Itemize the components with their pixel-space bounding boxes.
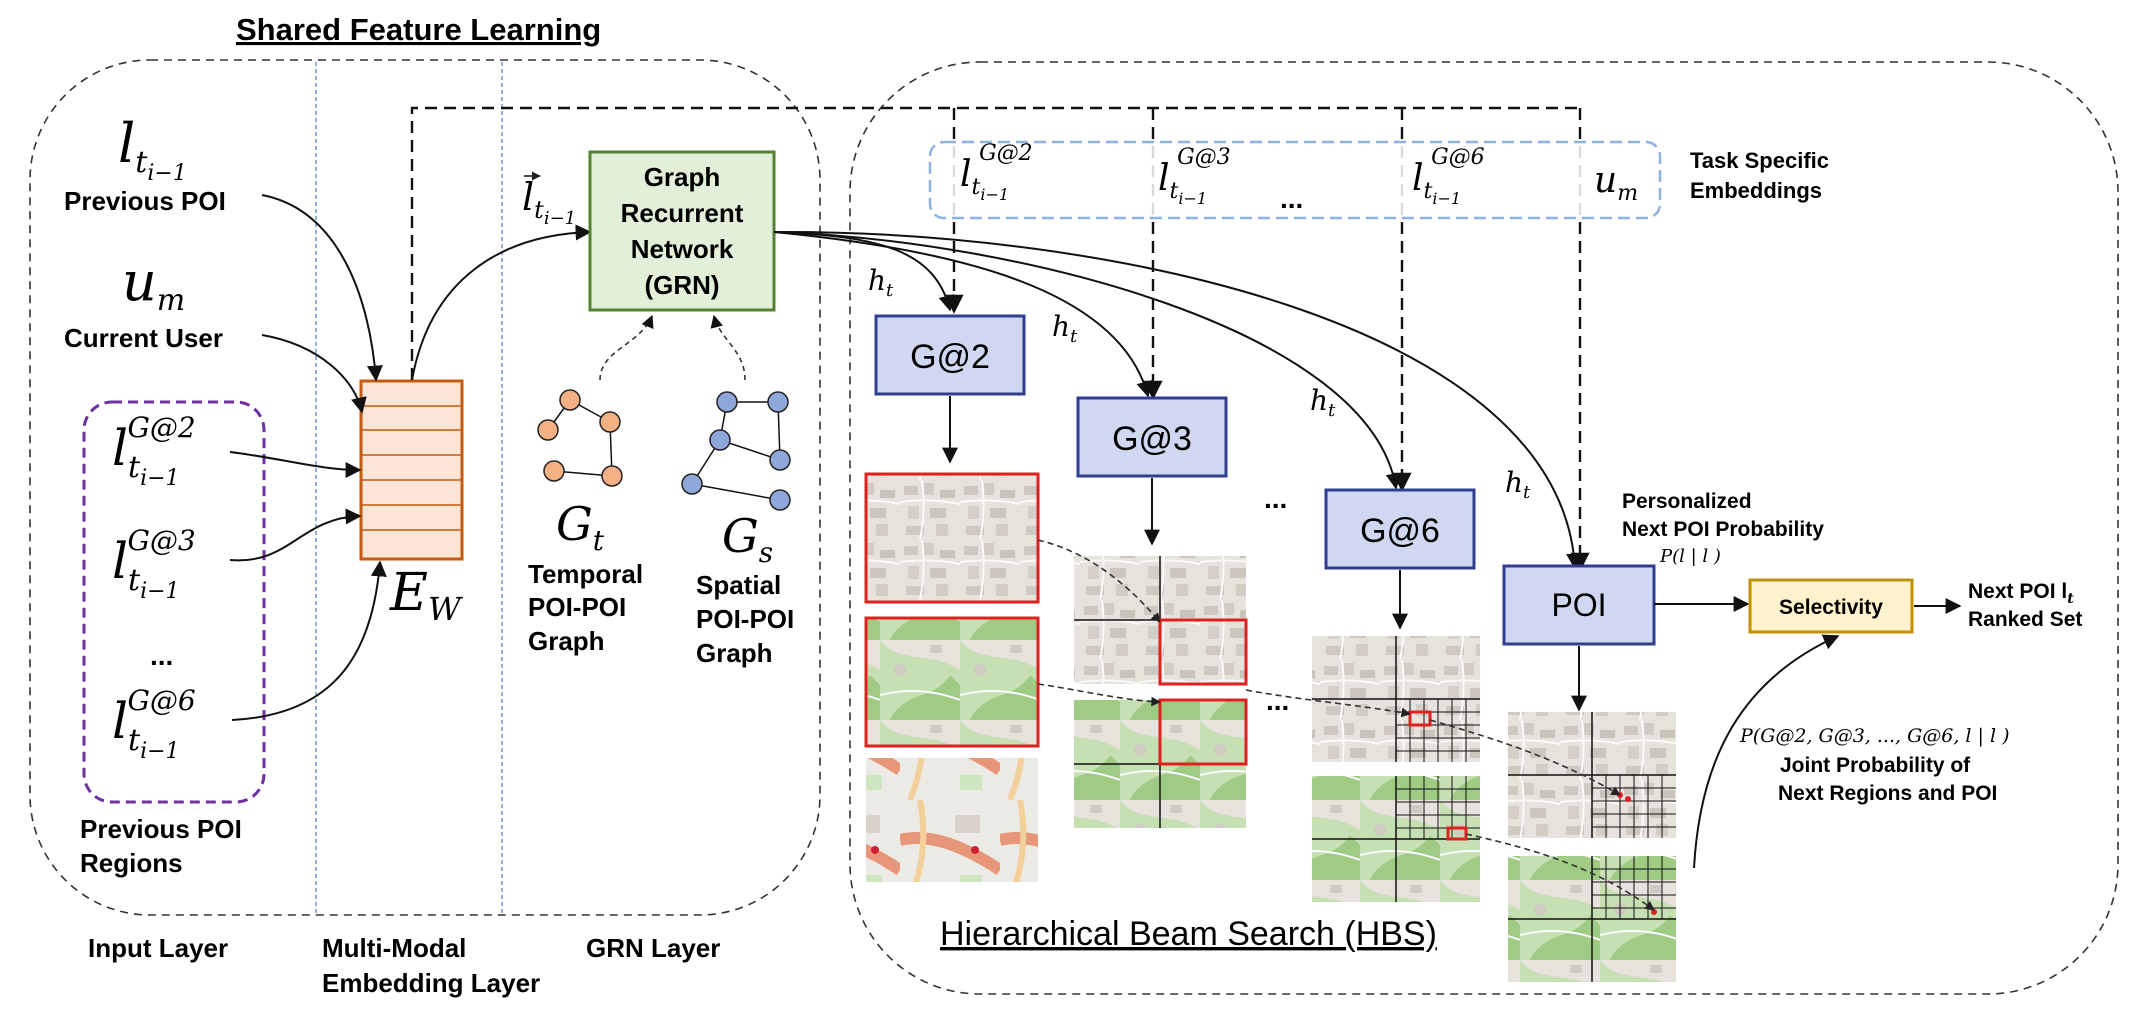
region-g6-sup: G@6: [128, 684, 196, 717]
map-column-g6: [1312, 636, 1480, 902]
prev-poi-symbol: l: [118, 112, 135, 175]
joint-label-2: Next Regions and POI: [1778, 782, 1997, 805]
personalized-label-1: Personalized: [1622, 490, 1752, 513]
grn-line-2: Recurrent: [621, 198, 744, 228]
grn-line-3: Network: [631, 234, 734, 264]
svg-text:G@3: G@3: [1112, 420, 1192, 458]
previous-regions-box: [82, 400, 266, 804]
regions-label-2: Regions: [80, 848, 183, 878]
svg-text:POI: POI: [1551, 587, 1606, 623]
gs-label-1: Spatial: [696, 570, 781, 600]
zoom-arrows: [1037, 539, 1655, 911]
mm-layer-label-2: Embedding Layer: [322, 968, 540, 998]
joint-prob: P(G@2, G@3, ..., G@6, l | l ): [1739, 725, 2010, 747]
region-g3-sup: G@3: [128, 524, 196, 557]
spatial-graph: [681, 391, 791, 511]
current-user-input: um Current User: [64, 250, 223, 353]
region-g2-input: lti−1G@2: [112, 411, 196, 491]
previous-poi-input: lti−1 Previous POI: [64, 112, 226, 216]
task-embed-ellipsis: ...: [1280, 183, 1303, 214]
task-embed-user: um: [1594, 160, 1638, 206]
region-g3-input: lti−1G@3: [112, 524, 196, 604]
map-column-g3: [1074, 556, 1248, 828]
level-box-g3: G@3: [1076, 396, 1228, 478]
gs-label-2: POI-POI: [696, 604, 794, 634]
level-box-poi: POI: [1502, 564, 1656, 646]
region-g6-input: lti−1G@6: [112, 684, 196, 764]
grn-line-1: Graph: [644, 162, 721, 192]
current-user-label: Current User: [64, 323, 223, 353]
region-g2-sup: G@2: [128, 411, 196, 444]
map-column-g2: [864, 472, 1040, 882]
arrow-gt-grn: [599, 314, 654, 381]
arrow-g3-embed: [229, 508, 362, 562]
arrow-user-embed: [261, 334, 367, 414]
gt-label-2: POI-POI: [528, 592, 626, 622]
selectivity-label: Selectivity: [1779, 596, 1883, 619]
next-poi-label: Next POI lt: [1968, 580, 2074, 607]
hidden-label-2: ht: [1052, 310, 1078, 347]
hbs-region: [849, 61, 2119, 995]
regions-label-1: Previous POI: [80, 814, 242, 844]
gs-symbol: Gs: [722, 509, 773, 569]
level-ellipsis: ...: [1264, 483, 1287, 514]
gs-label-3: Graph: [696, 638, 773, 668]
hbs-title: Hierarchical Beam Search (HBS): [940, 915, 1437, 953]
input-layer-label: Input Layer: [88, 933, 228, 963]
grn-layer-label: GRN Layer: [586, 933, 720, 963]
gt-symbol: Gt: [556, 497, 605, 557]
task-embeddings-box: [928, 140, 1662, 220]
grn-input-label: lti−1: [522, 175, 576, 229]
prev-poi-sub: t: [135, 145, 148, 180]
mm-layer-label-1: Multi-Modal: [322, 933, 466, 963]
arrow-joint-selectivity: [1693, 634, 1840, 869]
region-ellipsis: ...: [150, 640, 173, 671]
cond-prob: P(l | l ): [1659, 546, 1721, 567]
arrow-g6-embed: [231, 560, 387, 721]
hidden-label-4: ht: [1505, 466, 1531, 503]
map-ellipsis: ...: [1266, 685, 1289, 716]
task-label-1: Task Specific: [1690, 148, 1829, 173]
svg-text:lti−1: lti−1: [118, 112, 187, 186]
grn-line-4: (GRN): [644, 270, 719, 300]
grn-box: [588, 150, 776, 312]
arrow-gs-grn: [710, 314, 746, 381]
arrow-embed-grn: [411, 224, 592, 381]
task-label-2: Embeddings: [1690, 178, 1822, 203]
hidden-state-arrows: [773, 230, 1583, 570]
selectivity-box: [1748, 578, 1914, 634]
hidden-label-3: ht: [1310, 384, 1336, 421]
personalized-label-2: Next POI Probability: [1622, 518, 1824, 541]
arrow-g2-embed: [229, 451, 362, 478]
shared-feature-learning-title: Shared Feature Learning: [236, 12, 601, 47]
svg-text:G@6: G@6: [1360, 512, 1440, 550]
svg-text:G@2: G@2: [910, 338, 990, 376]
previous-poi-label: Previous POI: [64, 186, 226, 216]
prev-poi-subsub: i−1: [147, 161, 186, 186]
gt-label-3: Graph: [528, 626, 605, 656]
svg-text:um: um: [122, 250, 185, 318]
gt-label-1: Temporal: [528, 559, 643, 589]
level-to-map-arrows: [942, 396, 1587, 712]
joint-label-1: Joint Probability of: [1780, 754, 1971, 777]
user-sub: m: [157, 283, 185, 318]
embedding-label: EW: [389, 563, 464, 628]
map-column-poi: [1508, 712, 1676, 982]
level-box-g2: G@2: [874, 314, 1026, 396]
ranked-set-label: Ranked Set: [1968, 608, 2082, 631]
hidden-label-1: ht: [868, 264, 894, 301]
user-symbol: u: [122, 250, 157, 313]
embedding-matrix: [359, 379, 464, 561]
temporal-graph: [537, 389, 623, 487]
level-box-g6: G@6: [1324, 488, 1476, 570]
arrow-prevpoi-embed: [261, 194, 383, 382]
